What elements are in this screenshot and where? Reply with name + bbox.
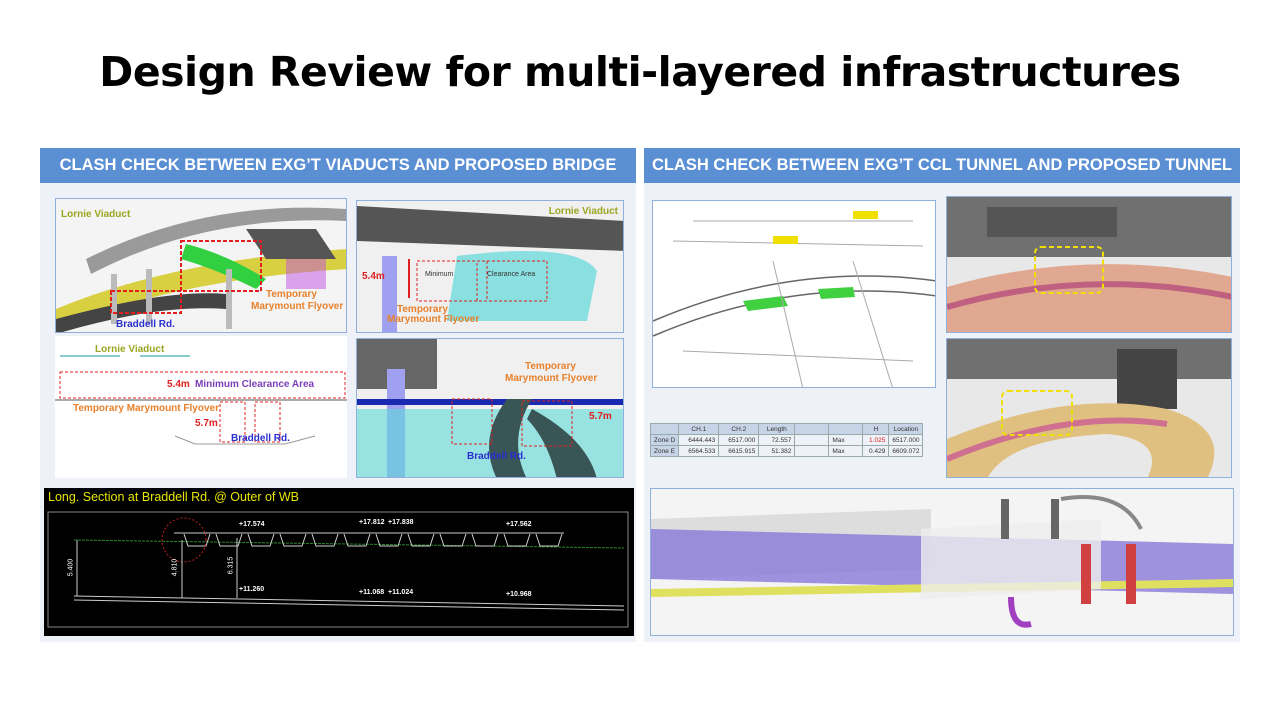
col-header <box>828 423 864 435</box>
cell: Max <box>828 434 864 446</box>
min-clearance-label: Minimum <box>425 271 454 278</box>
girder <box>503 533 531 547</box>
col-header: CH.2 <box>718 423 760 435</box>
viaduct-cross-section: Lornie Viaduct 5.4m Minimum Clearance Ar… <box>55 336 347 478</box>
dim-5400: 5.400 <box>67 558 75 577</box>
flyover-label-l1: Temporary <box>397 304 448 315</box>
flyover-label-l2: Marymount Flyover <box>505 373 598 384</box>
top-level-3: +17.838 <box>388 519 414 526</box>
col-header <box>794 423 830 435</box>
clearance-5-4m: 5.4m <box>362 271 385 282</box>
col-header <box>649 423 680 435</box>
flyover-label-l1: Temporary <box>525 361 576 372</box>
top-level-4: +17.562 <box>506 521 532 528</box>
flyover-label-l2: Marymount Flyover <box>251 301 344 312</box>
girder <box>183 533 211 547</box>
long-section-drawing: Long. Section at Braddell Rd. @ Outer of… <box>44 488 634 636</box>
girder <box>375 533 403 547</box>
right-panel-header: CLASH CHECK BETWEEN EXG’T CCL TUNNEL AND… <box>644 148 1240 183</box>
top-level-1: +17.574 <box>239 521 265 528</box>
girder <box>535 533 563 547</box>
left-panel: CLASH CHECK BETWEEN EXG’T VIADUCTS AND P… <box>40 148 636 642</box>
braddell-label: Braddell Rd. <box>116 319 175 330</box>
cell <box>794 434 830 446</box>
lornie-viaduct-label: Lornie Viaduct <box>548 206 618 217</box>
cell: Max <box>828 445 864 457</box>
zone-cell: Zone E <box>649 445 680 457</box>
clearance-5-4m: 5.4m <box>167 379 190 390</box>
braddell-label: Braddell Rd. <box>467 451 526 462</box>
table-row: Zone E 6564.533 6615.915 51.382 Max 0.42… <box>649 445 924 457</box>
cell: 51.382 <box>758 445 796 457</box>
girder <box>343 533 371 547</box>
tunnel-plan-drawing <box>652 200 936 388</box>
flyover-label-l2: Marymount Flyover <box>387 314 480 325</box>
min-clearance-area-label: Minimum Clearance Area <box>195 379 315 390</box>
girder <box>439 533 467 547</box>
right-panel: CLASH CHECK BETWEEN EXG’T CCL TUNNEL AND… <box>644 148 1240 642</box>
cell-highlight: 1.025 <box>862 434 890 446</box>
viaduct-clearance-view: Lornie Viaduct 5.4m Temporary Marymount … <box>356 200 624 333</box>
clash-table: CH.1 CH.2 Length H Location Zone D 6444.… <box>649 423 924 457</box>
top-level-2: +17.812 <box>359 519 385 526</box>
cell: 6564.533 <box>678 445 720 457</box>
cell: 6517.000 <box>718 434 760 446</box>
bottom-level-4: +10.968 <box>506 591 532 598</box>
cell: 6609.072 <box>888 445 924 457</box>
cell: 0.429 <box>862 445 890 457</box>
min-clearance-label: Clearance Area <box>487 271 536 278</box>
col-header: Length <box>758 423 796 435</box>
girder <box>279 533 307 547</box>
clearance-5-7m: 5.7m <box>195 418 218 429</box>
tunnel-clash-view-2 <box>946 338 1232 478</box>
clearance-5-7m: 5.7m <box>589 411 612 422</box>
lornie-viaduct-label: Lornie Viaduct <box>61 209 131 220</box>
col-header: CH.1 <box>678 423 720 435</box>
col-header: Location <box>888 423 924 435</box>
girder <box>471 533 499 547</box>
left-panel-header: CLASH CHECK BETWEEN EXG’T VIADUCTS AND P… <box>40 148 636 183</box>
cell: 6517.000 <box>888 434 924 446</box>
flyover-clearance-view: Temporary Marymount Flyover 5.7m Braddel… <box>356 338 624 478</box>
viaduct-3d-overview: Lornie Viaduct Temporary Marymount Flyov… <box>55 198 347 333</box>
cell: 72.557 <box>758 434 796 446</box>
cell <box>794 445 830 457</box>
tunnel-3d-long-view <box>650 488 1234 636</box>
page-title: Design Review for multi-layered infrastr… <box>99 48 1181 96</box>
dim-4810: 4.810 <box>171 558 179 577</box>
flyover-label: Temporary Marymount Flyover <box>73 403 219 414</box>
cell: 6444.443 <box>678 434 720 446</box>
zone-cell: Zone D <box>649 434 680 446</box>
cell: 6615.915 <box>718 445 760 457</box>
girder <box>215 533 243 547</box>
girder <box>311 533 339 547</box>
flyover-label-l1: Temporary <box>266 289 317 300</box>
lornie-viaduct-label: Lornie Viaduct <box>95 344 165 355</box>
bottom-level-2: +11.068 <box>359 589 385 596</box>
table-row: Zone D 6444.443 6517.000 72.557 Max 1.02… <box>649 434 924 446</box>
dim-6315: 6.315 <box>227 556 235 575</box>
col-header: H <box>862 423 890 435</box>
bottom-level-3: +11.024 <box>388 589 414 596</box>
bottom-level-1: +11.260 <box>239 586 265 593</box>
girder <box>407 533 435 547</box>
girder <box>247 533 275 547</box>
long-section-title: Long. Section at Braddell Rd. @ Outer of… <box>48 490 300 504</box>
tunnel-clash-view-1 <box>946 196 1232 333</box>
braddell-label: Braddell Rd. <box>231 433 290 444</box>
